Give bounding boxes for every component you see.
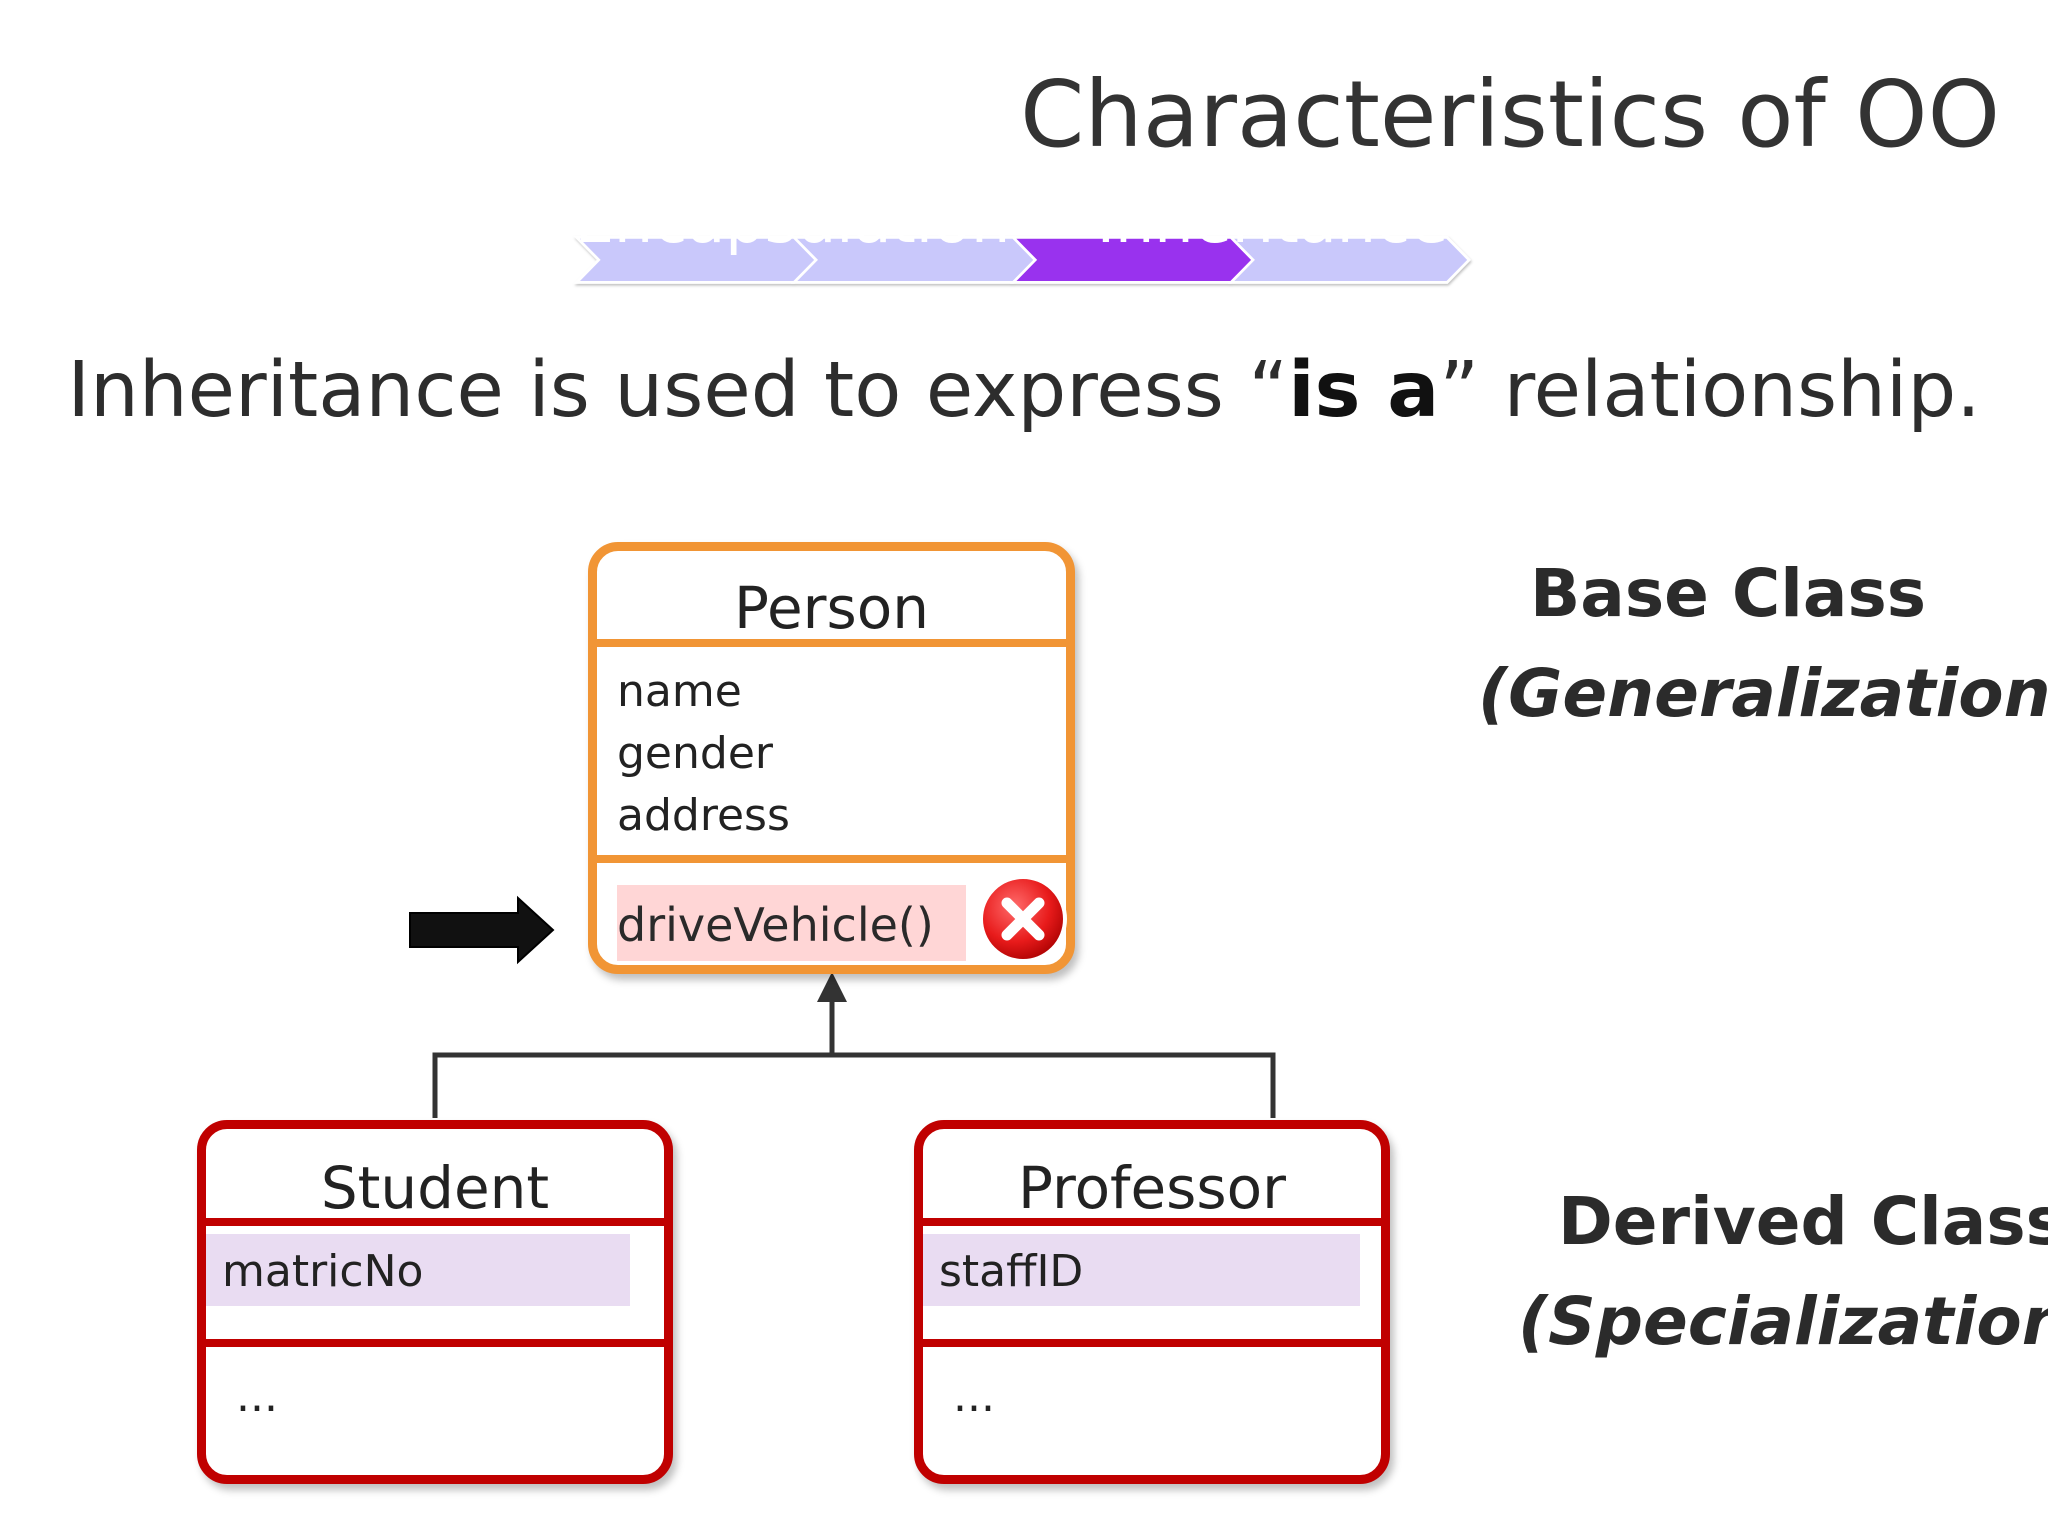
person-class-box: Person name gender address driveVehicle(… — [588, 542, 1075, 974]
derived-class-label: Derived Class — [1558, 1183, 2048, 1260]
statement-before: Inheritance is used to express “ — [67, 346, 1289, 435]
professor-operations: ... — [953, 1371, 995, 1422]
nav-chevron-polymorphism[interactable] — [1227, 236, 1471, 284]
nav-label-inheritance[interactable]: Inheritance — [1096, 184, 1449, 257]
student-attributes: matricNo — [206, 1234, 664, 1347]
statement-bold: is a — [1288, 346, 1440, 435]
right-arrow-icon — [409, 895, 555, 965]
student-operations: ... — [236, 1371, 278, 1422]
professor-attributes: staffID — [923, 1234, 1381, 1347]
professor-class-name: Professor — [923, 1129, 1381, 1226]
statement-after: ” relationship. — [1439, 346, 1981, 435]
nav-label-abstraction[interactable]: Abstraction — [132, 184, 488, 257]
attribute-gender: gender — [617, 728, 773, 779]
method-drive-vehicle: driveVehicle() — [617, 898, 934, 952]
statement-text: Inheritance is used to express “is a” re… — [0, 345, 2048, 437]
person-attributes: name gender address — [597, 647, 1066, 863]
error-x-icon — [979, 875, 1067, 963]
slide-title: Characteristics of OO — [1020, 61, 2000, 168]
base-class-label: Base Class — [1530, 555, 1927, 632]
student-class-box: Student matricNo ... — [197, 1120, 673, 1484]
professor-class-box: Professor staffID ... — [914, 1120, 1390, 1484]
specialization-label: (Specialization) — [1518, 1283, 2048, 1360]
person-class-name: Person — [597, 551, 1066, 647]
attribute-staffid: staffID — [923, 1234, 1360, 1306]
inheritance-arrowhead — [817, 972, 847, 1002]
attribute-matricno: matricNo — [206, 1234, 630, 1306]
attribute-address: address — [617, 790, 790, 841]
nav-label-encapsulation[interactable]: Encapsulation — [574, 184, 1011, 257]
nav-label-polymorphism[interactable]: Polymorphism — [1537, 184, 1978, 257]
inheritance-connector — [432, 1052, 1276, 1118]
attribute-name: name — [617, 666, 742, 717]
student-class-name: Student — [206, 1129, 664, 1226]
generalization-label: (Generalization) — [1478, 655, 2048, 732]
characteristics-nav — [573, 236, 1471, 284]
person-method-row: driveVehicle() — [617, 885, 966, 961]
